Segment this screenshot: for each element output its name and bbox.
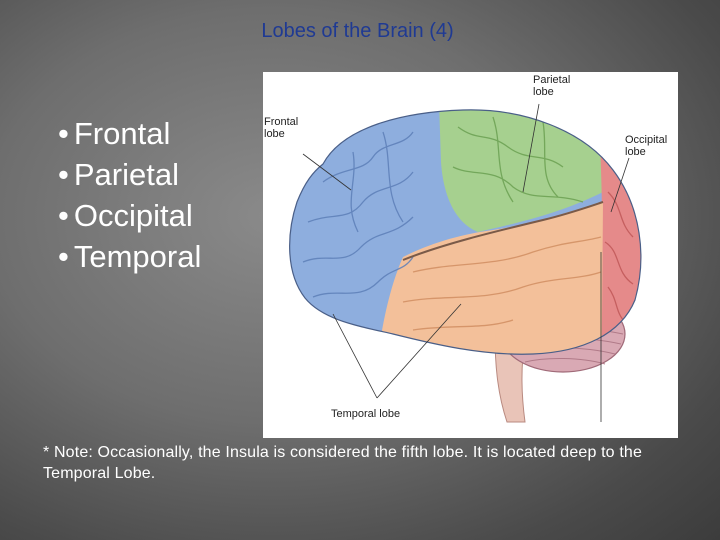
label-leader-lines [302,103,630,422]
label-line: lobe [264,128,285,140]
temporal-lobe [373,202,603,355]
label-line: Frontal [264,116,299,128]
insula-note: * Note: Occasionally, the Insula is cons… [43,444,643,482]
temporal-lobe-label: Temporal lobe [331,408,401,420]
brain-lobes-figure: Parietal lobe Frontal lobe Occipital lob… [263,72,678,438]
cerebrum-outline [289,109,642,355]
bullet-item-frontal: •Frontal [58,113,201,154]
label-line: Occipital [625,134,668,146]
bullet-item-occipital: •Occipital [58,195,201,236]
parietal-gyri [452,116,584,203]
bullet-item-parietal: •Parietal [58,154,201,195]
slide-title: Lobes of the Brain (4) [261,20,454,42]
bullet-icon: • [58,157,69,192]
bullet-item-temporal: •Temporal [58,236,201,277]
bullet-icon: • [58,116,69,151]
brain-illustration [289,103,642,423]
lateral-sulcus [402,201,604,261]
label-line: lobe [533,86,554,98]
frontal-lobe-label: Frontal lobe [264,116,298,140]
frontal-gyri [302,131,414,298]
lobe-bullet-list: •Frontal •Parietal •Occipital •Temporal [58,113,201,277]
bullet-label: Temporal [73,239,202,274]
occipital-lobe-label: Occipital lobe [625,134,667,158]
bullet-icon: • [58,239,69,274]
bullet-label: Occipital [73,198,193,233]
bullet-label: Parietal [73,157,179,192]
occipital-lobe [593,109,641,355]
temporal-gyri [402,236,602,331]
parietal-lobe-label: Parietal lobe [533,74,570,98]
label-line: Parietal [533,74,571,86]
label-line: lobe [625,146,646,158]
bullet-label: Frontal [73,116,171,151]
bullet-icon: • [58,198,69,233]
